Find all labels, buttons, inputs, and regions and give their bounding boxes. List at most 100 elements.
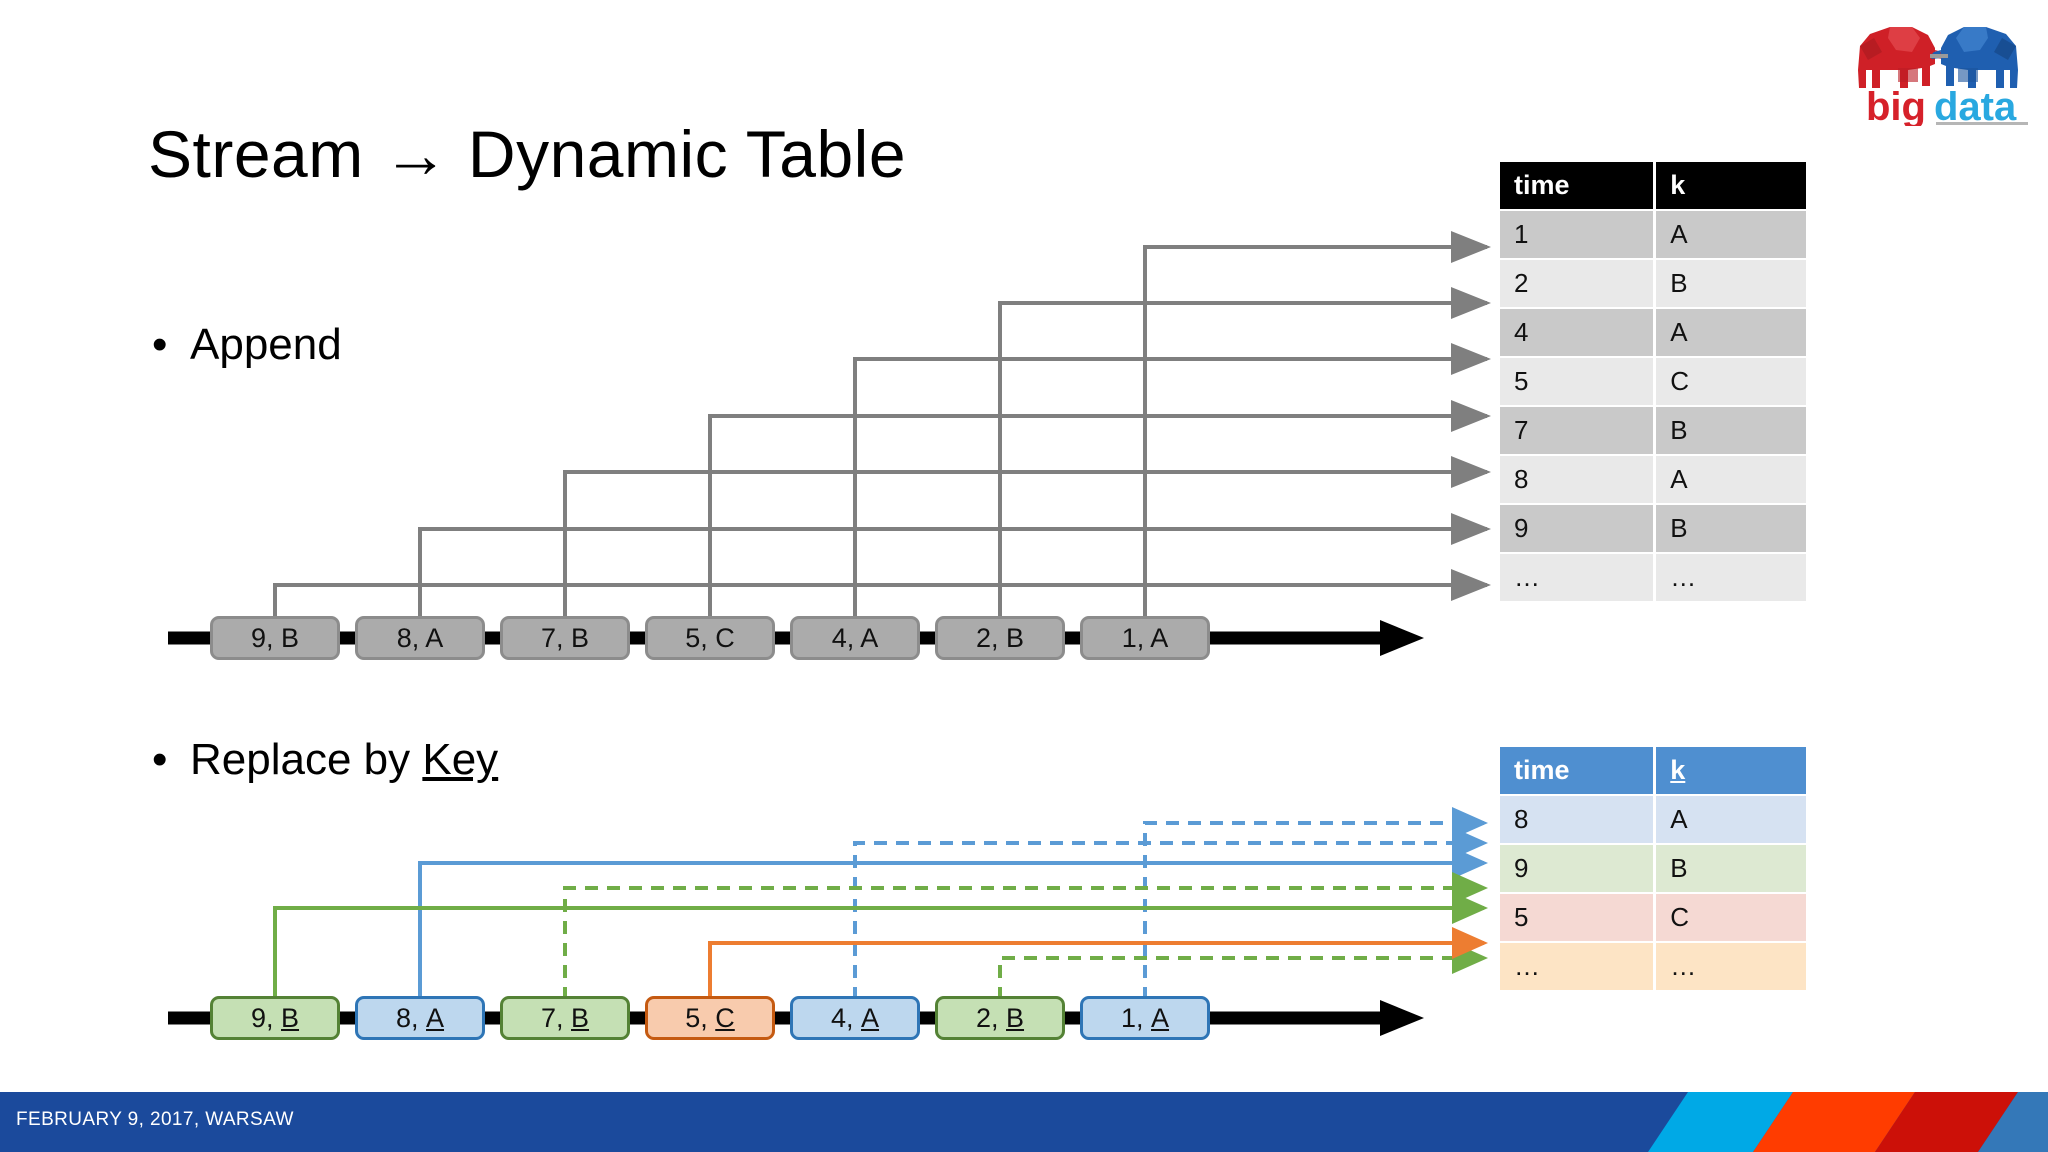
- replace-dynamic-table: time k 8 A 9 B 5 C … …: [1497, 745, 1809, 992]
- table-row[interactable]: 5 C: [1500, 358, 1806, 405]
- table-row[interactable]: 4 A: [1500, 309, 1806, 356]
- event-time: 2: [975, 1002, 991, 1033]
- stream-event-replace-0[interactable]: 9, B: [210, 996, 340, 1040]
- cell-k: A: [1656, 309, 1806, 356]
- event-key: B: [1006, 1002, 1025, 1033]
- replace-link-7b: [563, 872, 1488, 1000]
- deco-stripe-red: [1875, 1092, 2018, 1152]
- table-row[interactable]: 5 C: [1500, 894, 1806, 941]
- replace-link-9b: [273, 892, 1488, 1000]
- table-header-row: time k: [1500, 162, 1806, 209]
- event-label: 5, C: [685, 622, 735, 653]
- append-link-2b: [998, 287, 1491, 620]
- event-key: A: [1151, 1002, 1170, 1033]
- stream-event-append-0[interactable]: 9, B: [210, 616, 340, 660]
- event-key: B: [281, 1002, 300, 1033]
- stream-event-append-1[interactable]: 8, A: [355, 616, 485, 660]
- cell-k: B: [1656, 260, 1806, 307]
- deco-stripe-cyan: [1648, 1092, 1793, 1152]
- table-row-ellipsis: … …: [1500, 554, 1806, 601]
- stream-event-replace-2[interactable]: 7, B: [500, 996, 630, 1040]
- cell-k: …: [1656, 554, 1806, 601]
- bullet-marker: •: [152, 735, 168, 784]
- bullet-append: • Append: [152, 320, 342, 370]
- stream-event-replace-4[interactable]: 4, A: [790, 996, 920, 1040]
- bigdata-logo-graphic: big data: [1858, 27, 2028, 126]
- deco-stripe-orange: [1753, 1092, 1915, 1152]
- event-time: 8: [395, 1002, 411, 1033]
- logo-tagline-bar: [1936, 122, 2028, 125]
- cell-time: 8: [1500, 796, 1654, 843]
- table-row[interactable]: 9 B: [1500, 505, 1806, 552]
- footer-date-location: FEBRUARY 9, 2017, WARSAW: [16, 1109, 294, 1130]
- event-key: A: [861, 1002, 880, 1033]
- event-key: C: [715, 1002, 735, 1033]
- stream-event-append-4[interactable]: 4, A: [790, 616, 920, 660]
- stream-event-replace-1[interactable]: 8, A: [355, 996, 485, 1040]
- append-link-7b: [563, 456, 1491, 620]
- append-dynamic-table: time k 1 A 2 B 4 A 5 C 7 B 8 A 9 B: [1497, 160, 1809, 603]
- page-title: Stream → Dynamic Table: [148, 117, 907, 191]
- cell-time: 5: [1500, 894, 1654, 941]
- footer-decoration: [1548, 1092, 2048, 1152]
- event-time: 5: [685, 1002, 701, 1033]
- table-row[interactable]: 8 A: [1500, 796, 1806, 843]
- replace-link-1a: [1143, 807, 1488, 1000]
- bullet-replace: • Replace by Key: [152, 735, 498, 785]
- event-time: 9: [250, 1002, 266, 1033]
- cell-k: A: [1656, 456, 1806, 503]
- table-row[interactable]: 2 B: [1500, 260, 1806, 307]
- cell-time: 1: [1500, 211, 1654, 258]
- event-time: 4: [830, 1002, 846, 1033]
- table-row[interactable]: 1 A: [1500, 211, 1806, 258]
- replace-link-5c: [708, 927, 1488, 1000]
- replace-link-2b: [998, 942, 1488, 1000]
- event-key: B: [571, 1002, 590, 1033]
- column-header-time: time: [1500, 162, 1654, 209]
- bullet-replace-label: Replace by: [190, 735, 423, 784]
- table-row-ellipsis: … …: [1500, 943, 1806, 990]
- deco-stripe-darkblue: [1548, 1092, 1688, 1152]
- stream-event-append-6[interactable]: 1, A: [1080, 616, 1210, 660]
- cell-time: 5: [1500, 358, 1654, 405]
- event-time: 7: [540, 1002, 556, 1033]
- cell-k: B: [1656, 505, 1806, 552]
- bullet-marker: •: [152, 320, 168, 369]
- stream-event-append-5[interactable]: 2, B: [935, 616, 1065, 660]
- table-row[interactable]: 8 A: [1500, 456, 1806, 503]
- stream-event-append-2[interactable]: 7, B: [500, 616, 630, 660]
- cell-time: 4: [1500, 309, 1654, 356]
- cell-time: 7: [1500, 407, 1654, 454]
- table-header-row: time k: [1500, 747, 1806, 794]
- table-row[interactable]: 9 B: [1500, 845, 1806, 892]
- stream-event-replace-6[interactable]: 1, A: [1080, 996, 1210, 1040]
- event-label: 4, A: [831, 622, 879, 653]
- column-header-k: k: [1656, 747, 1806, 794]
- cell-time: 9: [1500, 505, 1654, 552]
- bigdata-logo: big data: [1838, 8, 2038, 126]
- stream-event-replace-3[interactable]: 5, C: [645, 996, 775, 1040]
- replace-link-8a: [418, 847, 1488, 1000]
- deco-stripe-blue: [1978, 1092, 2048, 1152]
- stream-event-append-3[interactable]: 5, C: [645, 616, 775, 660]
- event-label: 8, A: [396, 622, 444, 653]
- cell-time: 8: [1500, 456, 1654, 503]
- cell-time: …: [1500, 554, 1654, 601]
- event-label: 9, B: [250, 622, 300, 653]
- table-row[interactable]: 7 B: [1500, 407, 1806, 454]
- slide-footer: FEBRUARY 9, 2017, WARSAW: [0, 1092, 2048, 1152]
- cell-k: C: [1656, 894, 1806, 941]
- cell-k: A: [1656, 211, 1806, 258]
- cell-k: A: [1656, 796, 1806, 843]
- event-time: 1: [1120, 1002, 1136, 1033]
- stream-event-replace-5[interactable]: 2, B: [935, 996, 1065, 1040]
- cell-k: …: [1656, 943, 1806, 990]
- append-link-1a: [1143, 231, 1491, 620]
- event-key: A: [426, 1002, 445, 1033]
- event-label: 1, A: [1121, 622, 1169, 653]
- append-link-8a: [418, 513, 1491, 620]
- event-label: 7, B: [540, 622, 590, 653]
- bullet-replace-key: Key: [422, 735, 499, 784]
- bullet-append-label: Append: [190, 320, 342, 369]
- event-label: 2, B: [975, 622, 1025, 653]
